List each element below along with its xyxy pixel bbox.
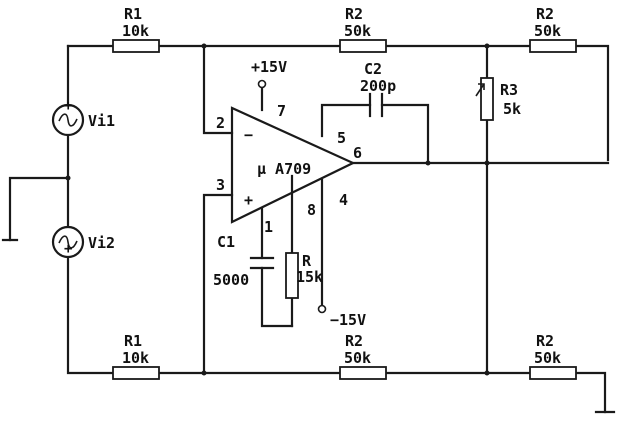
label-plus15v: +15V [251, 58, 287, 76]
label-r2-bottom-value: 50k [344, 349, 371, 367]
label-r1-bottom-name: R1 [124, 332, 142, 350]
label-c1-value: 5000 [213, 271, 249, 289]
svg-text:+: + [64, 98, 72, 114]
opamp-minus-sign: − [244, 126, 253, 144]
terminal-minus15v [317, 304, 327, 314]
opamp-label: μ A709 [257, 160, 311, 178]
resistor-r-compensation [285, 252, 299, 299]
label-r1-bottom-value: 10k [122, 349, 149, 367]
opamp-ua709 [230, 106, 356, 224]
opamp-plus-sign: + [244, 191, 253, 209]
label-pin8: 8 [307, 201, 316, 219]
source-vi1: + [51, 98, 85, 137]
label-r2-br-value: 50k [534, 349, 561, 367]
label-r2-tr-name: R2 [536, 5, 554, 23]
terminal-plus15v [257, 79, 267, 89]
label-r3-name: R3 [500, 81, 518, 99]
wires [1, 44, 616, 414]
label-pin6: 6 [353, 144, 362, 162]
resistor-r2-bottom-right [529, 366, 577, 380]
label-c2-value: 200p [360, 77, 396, 95]
label-pin4: 4 [339, 191, 348, 209]
label-r-name: R [302, 252, 312, 270]
source-vi2: + [51, 225, 85, 259]
capacitor-c2 [368, 92, 384, 118]
label-c2-name: C2 [364, 60, 382, 78]
label-vi1: Vi1 [88, 112, 115, 130]
label-r3-value: 5k [503, 100, 521, 118]
resistor-r2-bottom [339, 366, 387, 380]
resistor-r2-top [339, 39, 387, 53]
resistor-r1-top [112, 39, 160, 53]
potentiometer-r3 [475, 77, 494, 121]
label-pin2: 2 [216, 114, 225, 132]
label-vi2: Vi2 [88, 234, 115, 252]
label-r2-br-name: R2 [536, 332, 554, 350]
label-c1-name: C1 [217, 233, 235, 251]
label-r1-top-name: R1 [124, 5, 142, 23]
label-minus15v: −15V [330, 311, 366, 329]
label-r2-tr-value: 50k [534, 22, 561, 40]
capacitor-c1 [249, 256, 275, 270]
label-pin3: 3 [216, 176, 225, 194]
label-r1-top-value: 10k [122, 22, 149, 40]
label-pin1: 1 [264, 218, 273, 236]
label-pin5: 5 [337, 129, 346, 147]
label-r-value: 15k [296, 268, 323, 286]
label-r2-top-value: 50k [344, 22, 371, 40]
label-r2-top-name: R2 [345, 5, 363, 23]
svg-text:+: + [64, 241, 72, 257]
resistor-r2-top-right [529, 39, 577, 53]
junctions [65, 43, 490, 376]
label-r2-bottom-name: R2 [345, 332, 363, 350]
resistor-r1-bottom [112, 366, 160, 380]
label-pin7: 7 [277, 102, 286, 120]
